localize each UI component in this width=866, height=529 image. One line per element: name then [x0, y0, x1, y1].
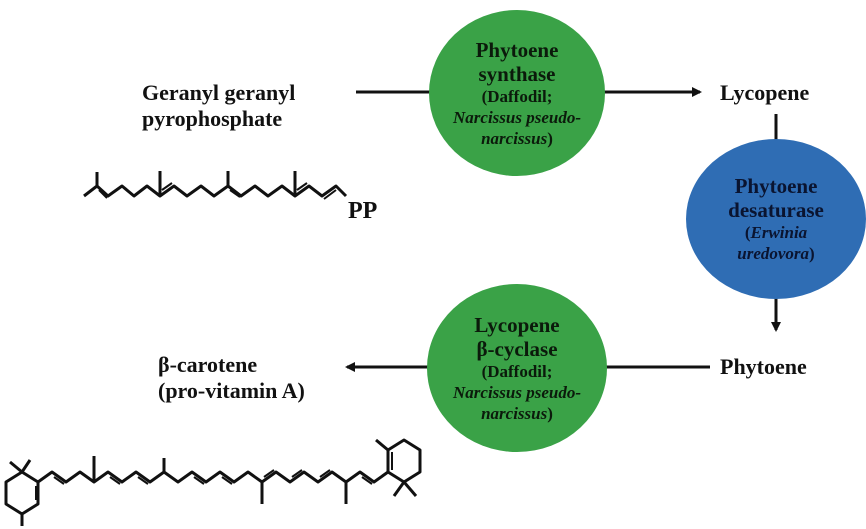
pyrophosphate-label: PP — [348, 198, 378, 224]
phytoene-synthase-name-line1: Phytoene — [475, 37, 559, 62]
ggpp-label-line1: Geranyl geranyl — [142, 80, 296, 105]
beta-carotene-label-line2: (pro-vitamin A) — [158, 378, 305, 403]
phytoene-synthase-name-line2: synthase — [478, 61, 556, 86]
phytoene-desaturase-species-1-row: (Erwinia — [745, 222, 807, 243]
phytoene-synthase-species-2-row: narcissus) — [481, 128, 553, 149]
phytoene-desaturase-species-2: uredovora — [737, 244, 810, 263]
lycopene-cyclase-name-line2: β-cyclase — [476, 336, 558, 361]
phytoene-desaturase-source-close: ) — [809, 244, 815, 263]
lycopene-cyclase-node: Lycopene β-cyclase (Daffodil; Narcissus … — [427, 284, 607, 452]
phytoene-desaturase-species-2-row: uredovora) — [737, 243, 814, 264]
phytoene-desaturase-node: Phytoene desaturase (Erwinia uredovora) — [686, 139, 866, 299]
phytoene-label: Phytoene — [720, 354, 807, 379]
lycopene-cyclase-source-close: ) — [547, 403, 553, 423]
phytoene-synthase-source-open: (Daffodil; — [481, 86, 553, 106]
lycopene-cyclase-species-1: Narcissus pseudo- — [453, 382, 581, 402]
lycopene-cyclase-species-2: narcissus — [481, 403, 548, 423]
beta-carotene-label-line1: β-carotene — [158, 352, 258, 377]
lycopene-cyclase-source-open: (Daffodil; — [481, 361, 553, 381]
lycopene-cyclase-species-2-row: narcissus) — [481, 403, 553, 424]
phytoene-synthase-source-close: ) — [547, 128, 553, 148]
phytoene-synthase-species-2: narcissus — [481, 128, 548, 148]
ggpp-label: Geranyl geranyl pyrophosphate — [142, 80, 295, 132]
lycopene-cyclase-name-line1: Lycopene — [474, 312, 560, 337]
lycopene-label: Lycopene — [720, 80, 810, 105]
phytoene-synthase-species-1: Narcissus pseudo- — [453, 107, 581, 127]
phytoene-desaturase-name-line2: desaturase — [728, 198, 824, 222]
phytoene-synthase-node: Phytoene synthase (Daffodil; Narcissus p… — [429, 10, 605, 176]
ggpp-label-line2: pyrophosphate — [142, 106, 283, 131]
phytoene-desaturase-species-1: Erwinia — [750, 223, 808, 242]
beta-carotene-label: β-carotene (pro-vitamin A) — [158, 352, 305, 404]
phytoene-desaturase-source-open: ( — [744, 223, 751, 242]
phytoene-desaturase-name-line1: Phytoene — [734, 174, 818, 198]
